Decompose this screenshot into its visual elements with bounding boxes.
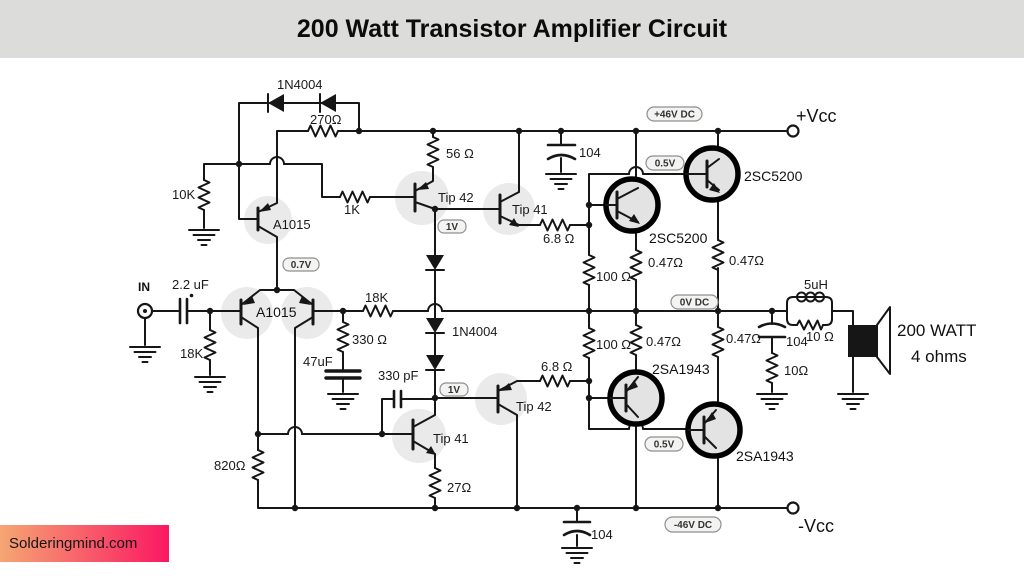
label-r047-bottom-outer: 0.47Ω [726, 331, 761, 346]
output-transistor-2sc5200-outer [683, 145, 741, 203]
watermark-text: Solderingmind.com [9, 535, 138, 552]
label-q-predriver: Tip 42 [438, 190, 474, 205]
label-speaker-impedance: 4 ohms [911, 347, 967, 366]
output-transistor-2sa1943-inner [607, 369, 665, 427]
label-r330: 330 Ω [352, 332, 387, 347]
label-q-vas: Tip 41 [433, 431, 469, 446]
label-input: IN [138, 280, 150, 294]
badge-mid-rail: 0V DC [680, 298, 709, 309]
label-r68-bottom: 6.8 Ω [541, 359, 573, 374]
label-r1k: 1K [344, 202, 360, 217]
label-speaker-power: 200 WATT [897, 321, 976, 340]
junction-dots [206, 127, 776, 512]
label-r10k: 10K [172, 187, 195, 202]
page-title: 200 Watt Transistor Amplifier Circuit [296, 14, 728, 43]
capacitors [178, 143, 787, 537]
badge-bias-top: 1V [446, 222, 459, 233]
label-r100-top: 100 Ω [596, 269, 631, 284]
transistor-bars [239, 182, 502, 451]
output-inductor [786, 291, 833, 331]
label-2sc5200-outer: 2SC5200 [744, 168, 803, 184]
component-labels: 1N4004 270Ω 10K A1015 1K 56 Ω Tip 42 Tip… [138, 77, 976, 542]
label-r68-top: 6.8 Ω [543, 231, 575, 246]
badge-pos-rail: +46V DC [654, 110, 695, 121]
label-c-input: 2.2 uF [172, 277, 209, 292]
vcc-neg-terminal [786, 501, 800, 515]
label-a1015-pair: A1015 [256, 304, 297, 320]
wire-hops [269, 156, 644, 435]
label-vcc-neg: -Vcc [798, 516, 834, 536]
label-r56: 56 Ω [446, 146, 474, 161]
label-r-zobel: 10Ω [784, 363, 808, 378]
badge-vq-top: 0.5V [655, 159, 676, 170]
badge-bias-bottom: 1V [448, 385, 461, 396]
watermark-badge: Solderingmind.com [0, 525, 169, 562]
input-jack [136, 302, 154, 320]
label-c-decouple-bottom: 104 [591, 527, 613, 542]
output-transistor-2sc5200-inner [603, 176, 661, 234]
label-diodes-chain: 1N4004 [452, 324, 498, 339]
emitter-arrows [243, 182, 519, 455]
label-2sa1943-outer: 2SA1943 [736, 448, 794, 464]
label-r820: 820Ω [214, 458, 246, 473]
label-2sa1943-inner: 2SA1943 [652, 361, 710, 377]
circuit-wiring [144, 102, 854, 547]
label-c47uf: 47uF [303, 354, 333, 369]
label-q-driver-top: Tip 41 [512, 202, 548, 217]
label-q-driver-bottom: Tip 42 [516, 399, 552, 414]
label-r047-bottom-inner: 0.47Ω [646, 334, 681, 349]
label-diodes-top: 1N4004 [277, 77, 323, 92]
label-r27: 27Ω [447, 480, 471, 495]
label-r100-bottom: 100 Ω [596, 337, 631, 352]
label-r18k-input: 18K [180, 346, 203, 361]
badge-neg-rail: -46V DC [674, 520, 712, 531]
label-c330pf: 330 pF [378, 368, 419, 383]
speaker-icon [848, 306, 891, 375]
label-r10-inductor: 10 Ω [806, 329, 834, 344]
label-r047-top-outer: 0.47Ω [729, 253, 764, 268]
badge-vbe: 0.7V [291, 260, 312, 271]
label-inductor: 5uH [804, 277, 828, 292]
vcc-pos-terminal [786, 124, 800, 138]
badge-vq-bottom: 0.5V [654, 440, 675, 451]
label-c-zobel: 104 [786, 334, 808, 349]
label-r270: 270Ω [310, 112, 342, 127]
label-vcc-pos: +Vcc [796, 106, 837, 126]
label-r047-top-inner: 0.47Ω [648, 255, 683, 270]
label-c-decouple-top: 104 [579, 145, 601, 160]
label-r18k-feedback: 18K [365, 290, 388, 305]
label-q-source: A1015 [273, 217, 311, 232]
title-banner: 200 Watt Transistor Amplifier Circuit [0, 0, 1024, 58]
voltage-badges: +46V DC 0V DC -46V DC 0.7V 1V 1V 0.5V 0.… [282, 106, 722, 533]
label-2sc5200-inner: 2SC5200 [649, 230, 708, 246]
output-transistor-2sa1943-outer [685, 401, 743, 459]
